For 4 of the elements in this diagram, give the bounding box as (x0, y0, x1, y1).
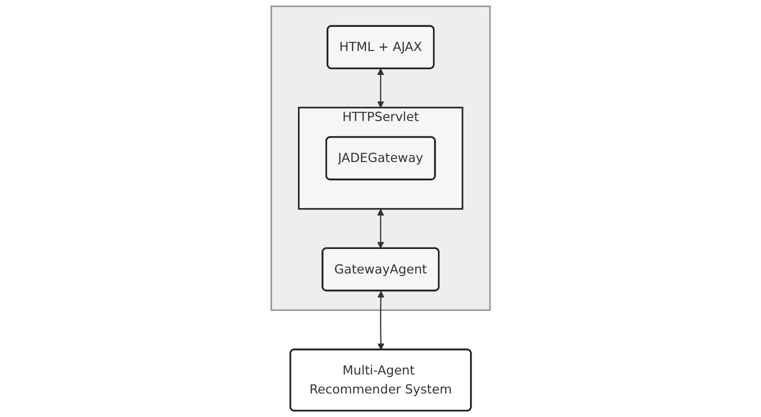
cluster (270, 6, 491, 311)
arrow (377, 68, 384, 108)
arrow (377, 290, 384, 350)
arrow (377, 208, 384, 248)
